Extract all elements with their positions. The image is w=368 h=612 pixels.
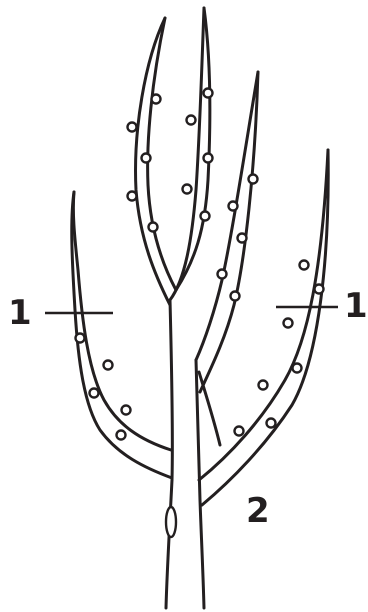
label-trunk: 2 [246, 491, 270, 531]
bud [104, 361, 113, 370]
bud [128, 123, 137, 132]
branch-center [170, 8, 210, 300]
bud [122, 406, 131, 415]
bud [218, 270, 227, 279]
trunk [166, 300, 204, 608]
bud [90, 389, 99, 398]
bud [152, 95, 161, 104]
bud [267, 419, 276, 428]
bud [315, 285, 324, 294]
bud [229, 202, 238, 211]
bud [187, 116, 196, 125]
bud [201, 212, 210, 221]
label-cut-right: 1 [344, 286, 368, 326]
bud [142, 154, 151, 163]
bud [235, 427, 244, 436]
bud [300, 261, 309, 270]
bud [204, 154, 213, 163]
bud [238, 234, 247, 243]
bud [293, 364, 302, 373]
branch-right-center [196, 72, 258, 392]
bud [183, 185, 192, 194]
bud [149, 223, 158, 232]
bud [284, 319, 293, 328]
bud [231, 292, 240, 301]
bud [204, 89, 213, 98]
label-cut-left: 1 [8, 293, 32, 333]
bud [249, 175, 258, 184]
bud [259, 381, 268, 390]
branch-far-right [199, 150, 328, 505]
crossing-stem [199, 372, 220, 445]
bud [117, 431, 126, 440]
trunk-scar [166, 507, 176, 537]
bud [76, 334, 85, 343]
bud [128, 192, 137, 201]
